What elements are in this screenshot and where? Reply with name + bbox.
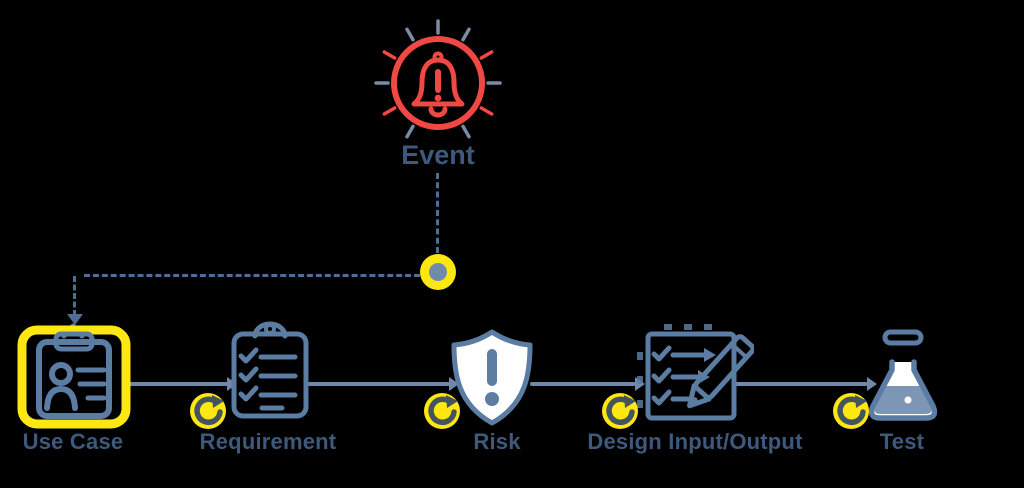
connector-junction-horizontal [84, 274, 420, 277]
pencil-icon [687, 334, 754, 409]
highlight-frame [17, 325, 131, 429]
refresh-icon [602, 393, 638, 429]
refresh-icon [833, 393, 869, 429]
checklist-clipboard-icon [231, 321, 309, 419]
junction-dot-icon [429, 263, 447, 281]
usecase-label: Use Case [22, 429, 124, 454]
junction-node-icon [420, 254, 456, 290]
design-io-label: Design Input/Output [587, 429, 803, 454]
alarm-bell-icon [374, 19, 502, 139]
connector-junction-to-usecase [73, 276, 76, 316]
document-pencil-icon [637, 324, 754, 421]
connector-event-to-junction [436, 173, 439, 253]
flow-connector-4 [732, 377, 877, 391]
flask-icon [868, 329, 938, 421]
binding-marks [637, 324, 712, 408]
shield-exclamation-icon [451, 329, 533, 426]
flow-connector-1 [128, 377, 237, 391]
arrowhead-right-icon [449, 377, 459, 391]
arrowhead-down-icon [67, 314, 83, 325]
flow-connector-2 [306, 377, 459, 391]
test-label: Test [879, 429, 925, 454]
refresh-icon [424, 393, 460, 429]
event-label: Event [401, 140, 475, 170]
user-card-clipboard-icon [17, 323, 131, 429]
requirement-label: Requirement [199, 429, 337, 454]
arrowhead-right-icon [867, 377, 877, 391]
alarm-rays-icon [374, 19, 502, 139]
risk-label: Risk [473, 429, 521, 454]
refresh-icon [190, 393, 226, 429]
